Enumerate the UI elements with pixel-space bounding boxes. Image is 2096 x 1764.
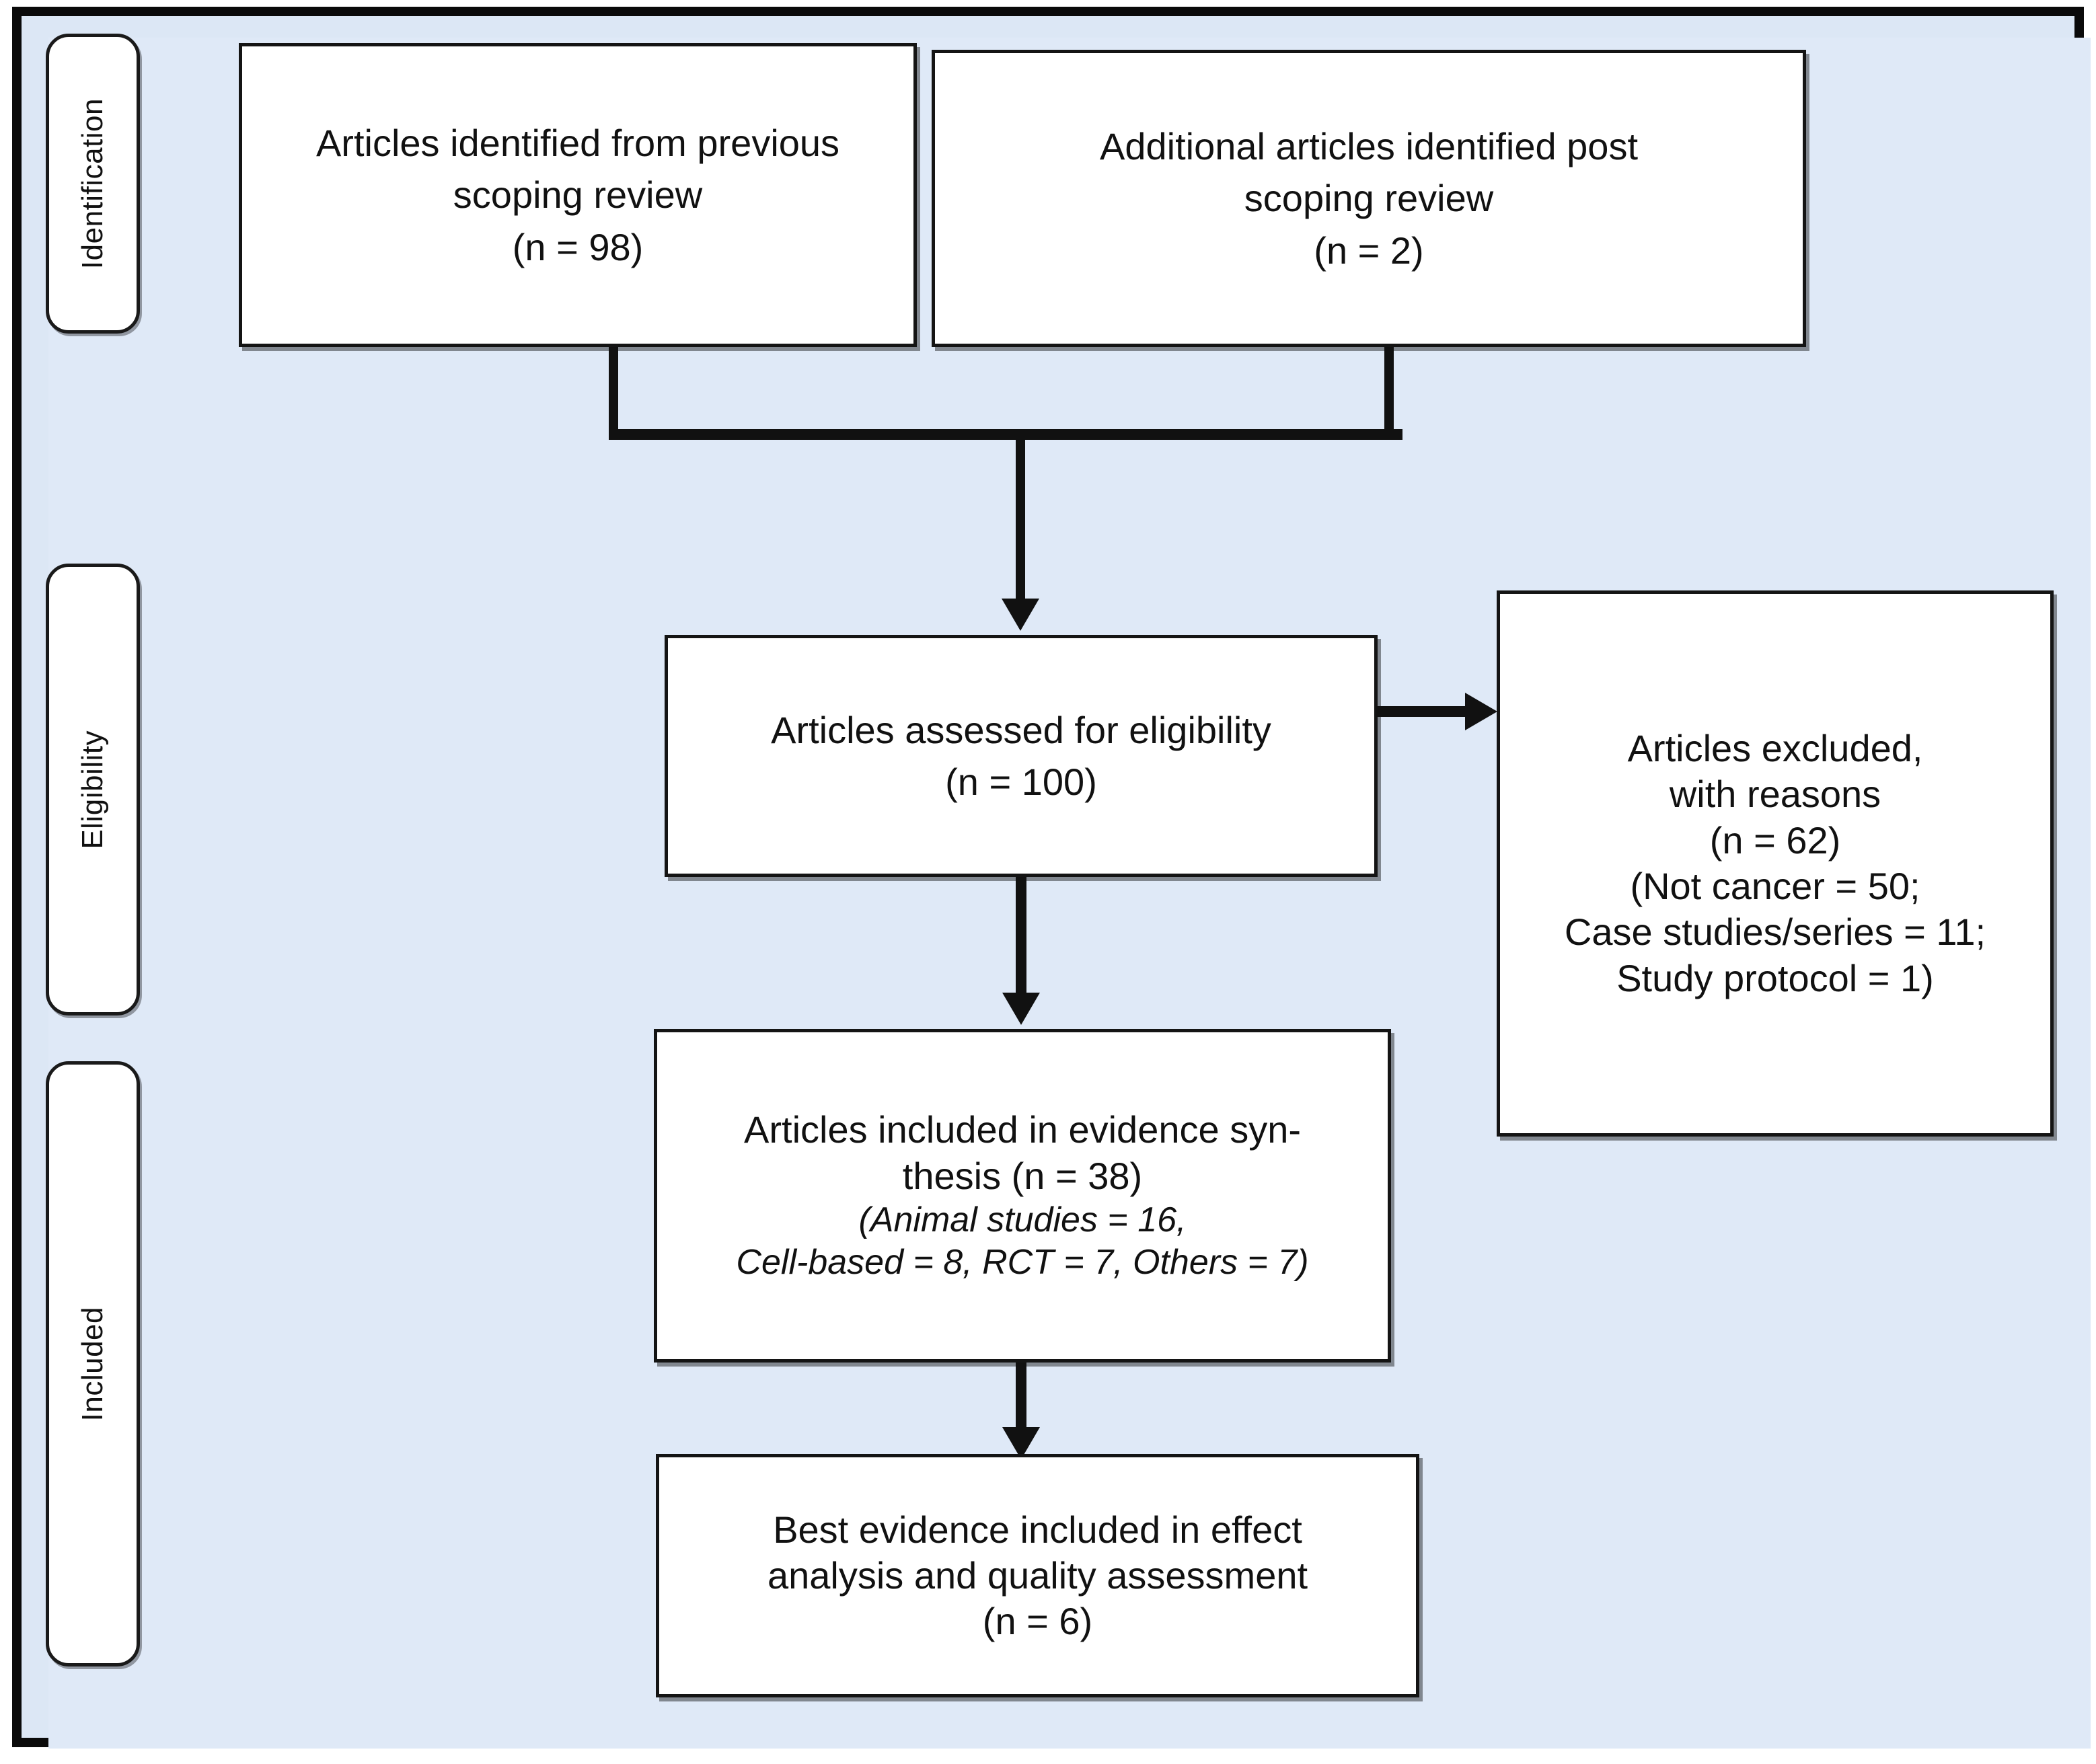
connector-previous-stub	[609, 347, 618, 438]
box-additional-line-3: (n = 2)	[1314, 229, 1424, 272]
box-excluded-line-4: (Not cancer = 50;	[1630, 865, 1920, 907]
box-excluded-line-2: with reasons	[1669, 773, 1881, 816]
stage-tab-included: Included	[46, 1061, 140, 1666]
stage-tab-identification-label: Identification	[76, 98, 109, 270]
stage-tab-eligibility-label: Eligibility	[76, 730, 109, 849]
box-additional-line-2: scoping review	[1244, 177, 1494, 220]
arrow-down-to-synthesis	[1002, 993, 1040, 1025]
box-assessed-line-1: Articles assessed for eligibility	[771, 708, 1271, 751]
box-articles-assessed-for-eligibility: Articles assessed for eligibility (n = 1…	[665, 635, 1378, 877]
box-best-evidence-line-3: (n = 6)	[982, 1600, 1093, 1643]
stage-tab-identification: Identification	[46, 34, 140, 334]
box-best-evidence-line-2: analysis and quality assessment	[767, 1554, 1308, 1597]
box-excluded-line-5: Case studies/series = 11;	[1564, 911, 1986, 954]
box-synthesis-line-1: Articles included in evidence syn-	[744, 1108, 1301, 1151]
box-previous-line-1: Articles identified from previous	[315, 122, 840, 165]
box-synthesis-line-3: (Animal studies = 16,	[858, 1200, 1187, 1239]
box-articles-previous-scoping: Articles identified from previous scopin…	[239, 43, 917, 347]
arrow-down-to-assessed	[1002, 599, 1039, 631]
connector-synthesis-to-best-evidence	[1016, 1363, 1026, 1438]
box-additional-line-1: Additional articles identified post	[1099, 125, 1639, 168]
box-excluded-line-1: Articles excluded,	[1627, 727, 1923, 770]
box-synthesis-line-2: thesis (n = 38)	[902, 1154, 1143, 1197]
box-articles-excluded-with-reasons: Articles excluded, with reasons (n = 62)…	[1497, 590, 2054, 1137]
box-additional-articles-post-scoping: Additional articles identified post scop…	[932, 50, 1806, 347]
box-previous-line-3: (n = 98)	[512, 225, 644, 268]
stage-tab-eligibility: Eligibility	[46, 564, 140, 1015]
box-assessed-line-2: (n = 100)	[945, 761, 1097, 803]
connector-assessed-to-synthesis	[1016, 877, 1026, 998]
box-best-evidence-line-1: Best evidence included in effect	[773, 1508, 1302, 1551]
box-synthesis-line-4: Cell-based = 8, RCT = 7, Others = 7)	[736, 1243, 1309, 1282]
connector-additional-stub	[1384, 347, 1394, 438]
box-excluded-line-3: (n = 62)	[1709, 818, 1841, 861]
box-previous-line-2: scoping review	[453, 174, 703, 217]
box-best-evidence-effect-analysis: Best evidence included in effect analysi…	[656, 1454, 1419, 1697]
connector-assessed-to-excluded	[1376, 706, 1470, 717]
connector-merge-drop	[1016, 437, 1025, 604]
stage-tab-included-label: Included	[76, 1306, 109, 1422]
box-articles-included-evidence-synthesis: Articles included in evidence syn- thesi…	[654, 1029, 1391, 1363]
connector-merge-bar	[609, 429, 1402, 440]
box-excluded-line-6: Study protocol = 1)	[1616, 956, 1934, 999]
arrow-right-to-excluded	[1465, 693, 1497, 730]
